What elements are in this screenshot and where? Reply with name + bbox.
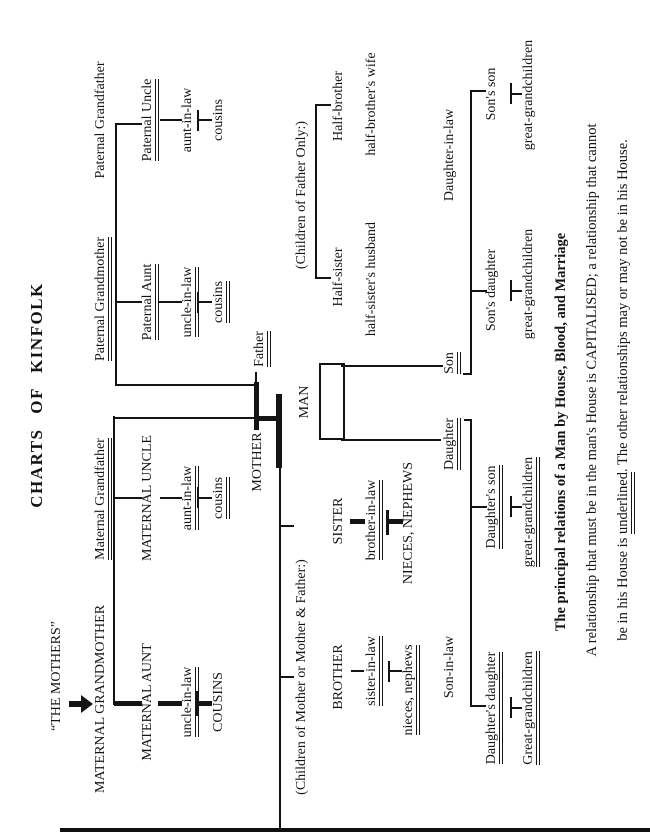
connector-line	[160, 119, 182, 121]
connector-line	[197, 497, 212, 499]
connector-line	[114, 497, 142, 499]
caption-heading: The principal relations of a Man by Hous…	[553, 232, 569, 632]
caption-line-2: be in his House is underlined. The other…	[615, 10, 635, 770]
connector-line	[196, 701, 212, 706]
node-nieces-nephews-lower: nieces, nephews	[401, 625, 420, 755]
node-cousins-maternal-uncle: cousins	[211, 463, 230, 533]
underlined-word: underlined	[615, 472, 635, 535]
connector-line	[116, 384, 257, 386]
node-daughter: Daughter	[442, 404, 461, 484]
the-mothers-label: “THE MOTHERS”	[49, 620, 64, 732]
node-maternal-aunt: MATERNAL AUNT	[140, 643, 155, 761]
connector-line	[341, 439, 441, 441]
node-daughter-in-law: Daughter-in-law	[442, 108, 457, 202]
connector-line	[158, 301, 182, 303]
connector-line	[116, 123, 142, 125]
connector-line	[276, 394, 282, 468]
node-sister: SISTER	[331, 497, 346, 545]
node-maternal-grandmother: MATERNAL GRANDMOTHER	[93, 604, 108, 794]
connector-line	[315, 104, 317, 279]
connector-line	[158, 701, 182, 706]
connector-line	[388, 670, 402, 672]
connector-line	[160, 497, 182, 499]
node-sons-son: Son's son	[484, 67, 499, 121]
page-title: CHARTS OF KINFOLK	[27, 282, 46, 508]
connector-line	[470, 419, 472, 707]
node-great-grandchildren-4: great-grandchildren	[521, 39, 536, 151]
node-daughters-daughter: Daughter's daughter	[484, 638, 503, 778]
node-paternal-grandmother: Paternal Grandmother	[93, 224, 112, 374]
node-son-in-law: Son-in-law	[442, 635, 457, 699]
connector-line	[315, 277, 331, 279]
node-paternal-aunt-in-law: aunt-in-law	[180, 87, 195, 153]
connector-line	[114, 417, 257, 419]
node-sister-in-law: sister-in-law	[364, 621, 383, 721]
node-maternal-uncle: MATERNAL UNCLE	[140, 435, 155, 561]
connector-line	[113, 416, 115, 705]
node-paternal-grandfather: Paternal Grandfather	[93, 61, 108, 179]
connector-line	[116, 301, 142, 303]
node-father: Father	[252, 319, 271, 379]
marriage-bar	[254, 382, 259, 430]
connector-line	[197, 301, 212, 303]
node-paternal-uncle: Paternal Uncle	[140, 60, 159, 180]
node-mother: MOTHER	[250, 432, 265, 492]
node-brother-in-law: brother-in-law	[364, 465, 383, 575]
node-maternal-uncle-in-law: uncle-in-law	[180, 652, 199, 752]
node-cousins-paternal-uncle: cousins	[211, 99, 226, 141]
connector-line	[315, 104, 331, 106]
node-maternal-grandfather: Maternal Grandfather	[93, 424, 112, 574]
node-great-grandchildren-1: Great-grandchildren	[521, 633, 540, 783]
node-half-brother: Half-brother	[331, 71, 346, 141]
node-half-sister: Half-sister	[331, 247, 346, 307]
node-great-grandchildren-2: great-grandchildren	[521, 437, 540, 587]
connector-line	[280, 676, 294, 678]
connector-line	[197, 119, 212, 121]
connector-line	[114, 701, 142, 706]
children-of-father-label: (Children of Father Only:)	[294, 120, 309, 270]
node-half-brothers-wife: half-brother's wife	[364, 52, 379, 156]
connector-line	[279, 466, 281, 830]
connector-line	[470, 90, 472, 375]
node-maternal-aunt-in-law: aunt-in-law	[180, 448, 199, 548]
node-half-sisters-husband: half-sister's husband	[364, 221, 379, 337]
scan-edge-artifact	[60, 828, 650, 832]
children-of-mother-label: (Children of Mother or Mother & Father:)	[294, 559, 309, 795]
node-sons-daughter: Son's daughter	[484, 248, 499, 332]
connector-line	[351, 670, 364, 672]
connector-line	[115, 123, 117, 386]
caption-line-1: A relationship that must be in the man's…	[584, 123, 600, 657]
node-son: Son	[442, 338, 461, 388]
connector-line	[280, 525, 294, 527]
node-cousins-maternal-aunt: COUSINS	[211, 672, 226, 732]
man-bracket	[319, 363, 345, 440]
node-nieces-nephews-upper: NIECES, NEPHEWS	[401, 461, 416, 585]
node-great-grandchildren-3: great-grandchildren	[521, 228, 536, 340]
node-man: MAN	[297, 385, 312, 419]
connector-line	[350, 519, 365, 524]
node-cousins-paternal-aunt: cousins	[211, 267, 230, 337]
node-daughters-son: Daughter's son	[484, 452, 503, 562]
node-brother: BROTHER	[331, 644, 346, 710]
connector-line	[341, 365, 443, 367]
node-paternal-aunt: Paternal Aunt	[140, 247, 159, 357]
node-paternal-uncle-in-law: uncle-in-law	[180, 252, 199, 352]
